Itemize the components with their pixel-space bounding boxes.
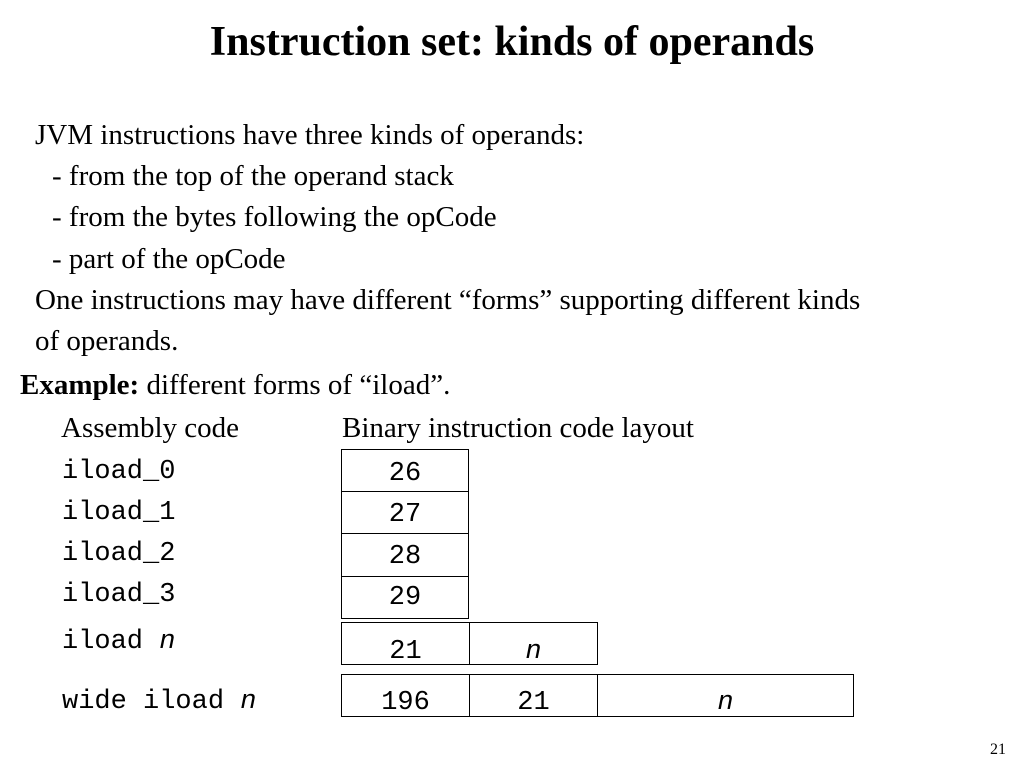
byte-cell-opcode: 21 xyxy=(469,674,598,718)
example-label: Example: xyxy=(20,369,140,401)
asm-mnemonic: iload_3 xyxy=(62,580,176,610)
asm-wide-iload-n: wide iload n xyxy=(62,686,256,718)
byte-cell-opcode: 27 xyxy=(341,491,469,534)
forms-sentence-line-2: of operands. xyxy=(35,325,179,358)
bullet-following-bytes: - from the bytes following the opCode xyxy=(52,201,497,234)
asm-mnemonic: iload xyxy=(62,627,160,657)
byte-cell-opcode: 26 xyxy=(341,449,469,492)
asm-iload-n: iload n xyxy=(62,626,175,658)
intro-line: JVM instructions have three kinds of ope… xyxy=(35,119,585,151)
bullet-operand-stack: - from the top of the operand stack xyxy=(52,160,454,193)
asm-iload-3: iload_3 xyxy=(62,579,175,611)
asm-iload-1: iload_1 xyxy=(62,497,175,529)
intro-text: JVM instructions have three kinds of ope… xyxy=(35,115,860,362)
asm-iload-2: iload_2 xyxy=(62,538,175,570)
asm-mnemonic: iload_1 xyxy=(62,498,176,528)
page-number: 21 xyxy=(990,741,1006,758)
asm-iload-0: iload_0 xyxy=(62,456,175,488)
bullet-part-of-opcode: - part of the opCode xyxy=(52,242,286,275)
asm-operand: n xyxy=(240,687,257,717)
asm-operand: n xyxy=(159,627,176,657)
byte-cell-wide-prefix: 196 xyxy=(341,674,470,718)
byte-cell-operand-n: n xyxy=(469,622,598,667)
binary-layout-header: Binary instruction code layout xyxy=(342,412,694,444)
byte-cell-opcode: 21 xyxy=(341,622,470,667)
asm-mnemonic: wide iload xyxy=(62,687,241,717)
assembly-code-header: Assembly code xyxy=(61,412,239,444)
byte-cell-opcode: 29 xyxy=(341,576,469,619)
asm-mnemonic: iload_2 xyxy=(62,539,176,569)
asm-mnemonic: iload_0 xyxy=(62,457,176,487)
example-line: Example: different forms of “iload”. xyxy=(20,365,450,406)
byte-cell-opcode: 28 xyxy=(341,533,469,577)
forms-sentence-line-1: One instructions may have different “for… xyxy=(35,283,861,316)
example-text: different forms of “iload”. xyxy=(139,369,451,401)
byte-cell-operand-n-wide: n xyxy=(597,674,854,718)
slide-title: Instruction set: kinds of operands xyxy=(209,19,815,65)
